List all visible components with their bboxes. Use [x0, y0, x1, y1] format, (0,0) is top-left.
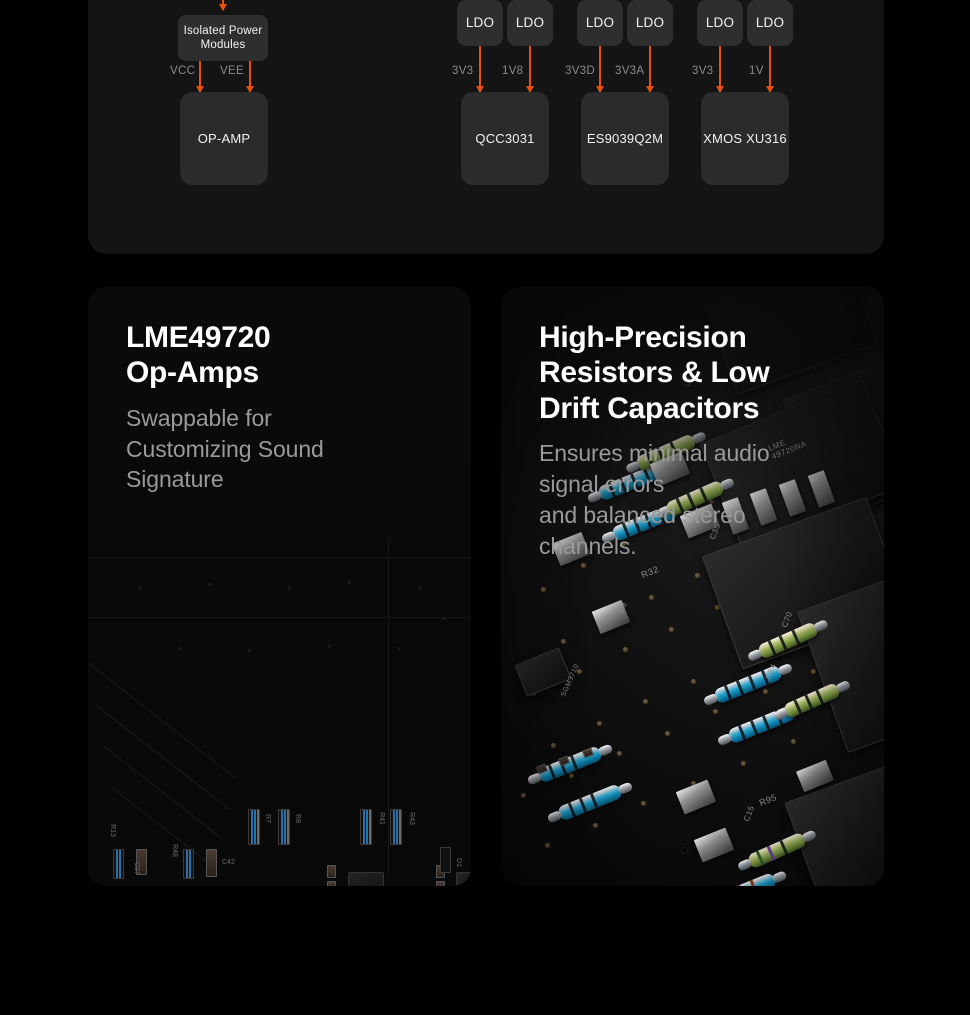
chip-label-op-amp: OP-AMP: [197, 130, 251, 146]
ldo-box-4: LDO: [627, 0, 673, 46]
isolated-power-modules-box: Isolated Power Modules: [178, 15, 268, 61]
card-text-block-right: High-Precision Resistors & Low Drift Cap…: [539, 320, 864, 561]
card-description-precision-resistors: Ensures minimal audio signal errors and …: [539, 440, 770, 559]
rail-label-3v3d: 3V3D: [565, 65, 595, 77]
arrow-rail-3v3a: [649, 46, 651, 92]
arrow-into-isolated-power: [222, 0, 224, 10]
isolated-power-modules-label: Isolated Power Modules: [183, 24, 263, 51]
chip-box-op-amp: OP-AMP: [180, 92, 268, 185]
regulator-ic-u9: [456, 872, 471, 886]
rail-label-1v8-qcc: 1V8: [502, 65, 524, 77]
ldo-box-3: LDO: [577, 0, 623, 46]
ldo-label-1: LDO: [465, 14, 495, 30]
ldo-box-5: LDO: [697, 0, 743, 46]
arrow-vee: [249, 61, 251, 92]
rail-label-vee: VEE: [220, 65, 244, 77]
arrow-rail-1v-xmos: [769, 46, 771, 92]
feature-card-lme49720[interactable]: R7 R8 R41 R43 R13 C27: [88, 287, 471, 886]
rail-label-3v3-xmos: 3V3: [692, 65, 714, 77]
chip-box-es9039q2m: ES9039Q2M: [581, 92, 669, 185]
card-description-lme49720: Swappable for Customizing Sound Signatur…: [126, 404, 324, 493]
regulator-ic-u5: [348, 872, 384, 886]
arrow-vcc: [199, 61, 201, 92]
ldo-label-2: LDO: [515, 14, 545, 30]
chip-label-qcc3031: QCC3031: [475, 130, 535, 146]
ldo-box-2: LDO: [507, 0, 553, 46]
ldo-box-1: LDO: [457, 0, 503, 46]
ldo-label-4: LDO: [635, 14, 665, 30]
chip-label-es9039q2m: ES9039Q2M: [586, 130, 664, 146]
rail-label-vcc: VCC: [170, 65, 196, 77]
arrow-rail-3v3-qcc: [479, 46, 481, 92]
chip-box-xmos-xu316: XMOS XU316: [701, 92, 789, 185]
chip-box-qcc3031: QCC3031: [461, 92, 549, 185]
arrow-rail-3v3-xmos: [719, 46, 721, 92]
arrow-rail-1v8-qcc: [529, 46, 531, 92]
chip-label-xmos-xu316: XMOS XU316: [703, 130, 787, 146]
ldo-box-6: LDO: [747, 0, 793, 46]
rail-label-3v3-qcc: 3V3: [452, 65, 474, 77]
card-title-lme49720: LME49720 Op-Amps: [126, 321, 271, 390]
card-title-precision-resistors: High-Precision Resistors & Low Drift Cap…: [539, 321, 770, 425]
power-architecture-diagram-panel: Isolated Power Modules VCC VEE OP-AMP LD…: [88, 0, 884, 254]
ldo-label-5: LDO: [705, 14, 735, 30]
card-text-block-left: LME49720 Op-Amps Swappable for Customizi…: [126, 320, 451, 495]
rail-label-3v3a: 3V3A: [615, 65, 645, 77]
rail-label-1v-xmos: 1V: [749, 65, 764, 77]
arrow-rail-3v3d: [599, 46, 601, 92]
feature-card-row: R7 R8 R41 R43 R13 C27: [88, 287, 884, 886]
ldo-label-6: LDO: [755, 14, 785, 30]
ldo-label-3: LDO: [585, 14, 615, 30]
